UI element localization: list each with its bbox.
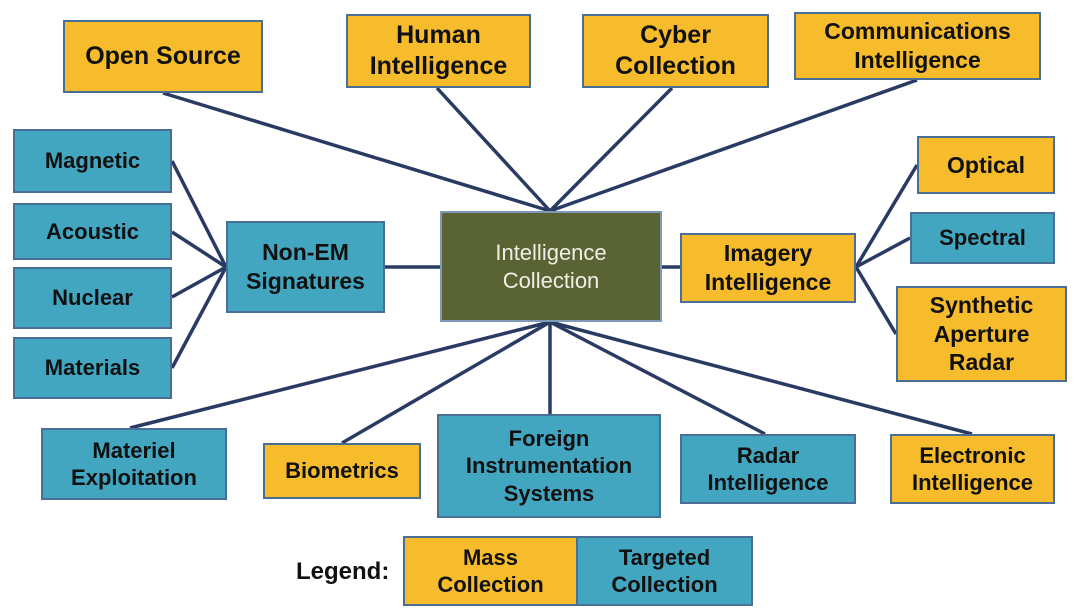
node-cyber-collection: Cyber Collection — [582, 14, 769, 88]
connector-materiel-exploitation — [129, 320, 551, 430]
node-imagery-intelligence: Imagery Intelligence — [680, 233, 856, 303]
node-biometrics: Biometrics — [263, 443, 421, 499]
connector-cyber-collection — [548, 86, 674, 213]
connector-biometrics — [341, 320, 551, 445]
legend-targeted-collection: Targeted Collection — [576, 536, 753, 606]
connector-open-source — [162, 91, 551, 213]
node-radar-intelligence: Radar Intelligence — [680, 434, 856, 504]
legend-label: Legend: — [296, 558, 390, 585]
connector-acoustic — [171, 230, 227, 269]
legend-mass-collection: Mass Collection — [403, 536, 578, 606]
connector-magnetic — [170, 160, 228, 268]
connector-nuclear — [171, 265, 227, 299]
connector-materials — [170, 266, 228, 369]
node-non-em-signatures: Non-EM Signatures — [226, 221, 385, 313]
node-open-source: Open Source — [63, 20, 263, 93]
connector-spectral — [855, 236, 911, 269]
node-intelligence-collection: Intelligence Collection — [440, 211, 662, 322]
node-electronic-intelligence: Electronic Intelligence — [890, 434, 1055, 504]
node-human-intelligence: Human Intelligence — [346, 14, 531, 88]
node-synthetic-aperture-radar: Synthetic Aperture Radar — [896, 286, 1067, 382]
node-acoustic: Acoustic — [13, 203, 172, 260]
connector-radar-intelligence — [549, 320, 766, 436]
node-materiel-exploitation: Materiel Exploitation — [41, 428, 227, 500]
node-optical: Optical — [917, 136, 1055, 194]
node-spectral: Spectral — [910, 212, 1055, 264]
connector-optical — [854, 164, 919, 268]
node-communications-intelligence: Communications Intelligence — [794, 12, 1041, 80]
node-magnetic: Magnetic — [13, 129, 172, 193]
node-nuclear: Nuclear — [13, 267, 172, 329]
node-materials: Materials — [13, 337, 172, 399]
connector-sar — [854, 266, 898, 335]
connector-electronic-intelligence — [549, 320, 973, 436]
connector-human-intelligence — [435, 86, 552, 213]
node-foreign-instrumentation-systems: Foreign Instrumentation Systems — [437, 414, 661, 518]
connector-communications-intelligence — [549, 78, 918, 213]
